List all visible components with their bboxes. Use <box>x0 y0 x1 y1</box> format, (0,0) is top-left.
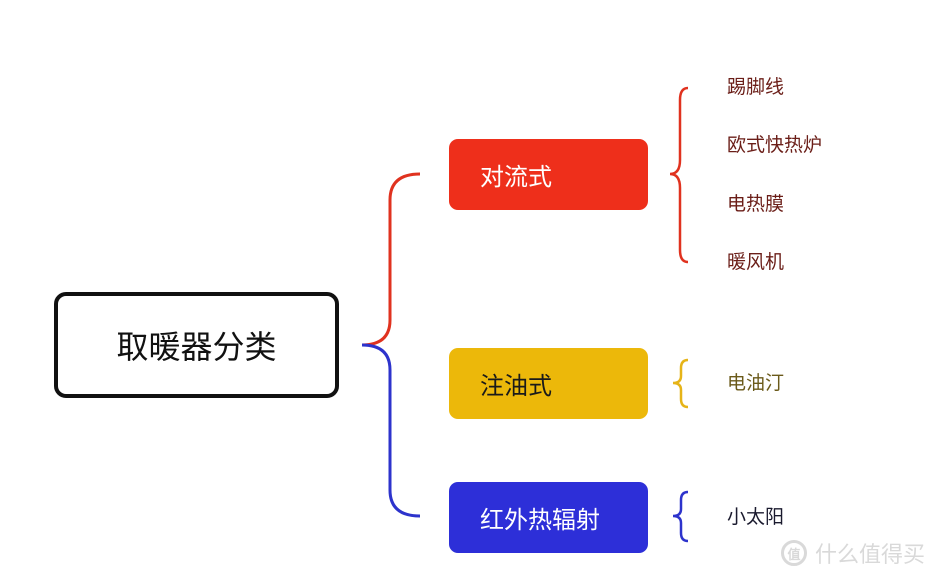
watermark: 值 什么值得买 <box>781 537 925 569</box>
watermark-text: 什么值得买 <box>815 543 926 568</box>
leaf-item: 小太阳 <box>727 506 785 528</box>
category-infrared: 红外热辐射 <box>449 482 648 553</box>
zhi-logo-icon: 值 <box>781 540 807 566</box>
leaf-item: 电热膜 <box>727 193 785 215</box>
root-label: 取暖器分类 <box>116 328 277 366</box>
leaf-item: 暖风机 <box>727 251 785 273</box>
brace-infrared <box>672 490 689 543</box>
category-convection-label: 对流式 <box>480 163 552 191</box>
category-convection: 对流式 <box>449 139 648 210</box>
connector-root-convection <box>361 172 421 347</box>
root-node: 取暖器分类 <box>54 292 339 398</box>
category-infrared-label: 红外热辐射 <box>480 506 600 534</box>
leaf-item: 欧式快热炉 <box>727 134 823 156</box>
category-oil-label: 注油式 <box>480 372 552 400</box>
category-oil: 注油式 <box>449 348 648 419</box>
leaf-item: 踢脚线 <box>727 76 785 98</box>
brace-oil <box>672 358 689 409</box>
brace-convection <box>669 86 689 264</box>
leaf-item: 电油汀 <box>727 372 785 394</box>
connector-root-infrared <box>361 343 421 518</box>
